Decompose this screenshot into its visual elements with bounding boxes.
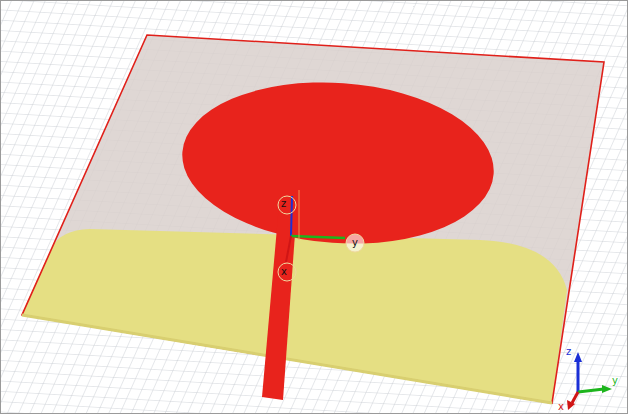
axis-label: x — [281, 266, 287, 277]
radiating-patch — [177, 72, 499, 253]
global-axes — [567, 352, 612, 410]
local-axes — [278, 190, 364, 281]
axis-label: x — [558, 401, 564, 412]
axis-label: y — [612, 375, 618, 386]
substrate — [22, 35, 604, 403]
ground-plane — [22, 229, 567, 403]
axis-label: y — [352, 237, 358, 248]
axis-label: z — [281, 198, 286, 209]
axis-label: z — [566, 346, 571, 357]
